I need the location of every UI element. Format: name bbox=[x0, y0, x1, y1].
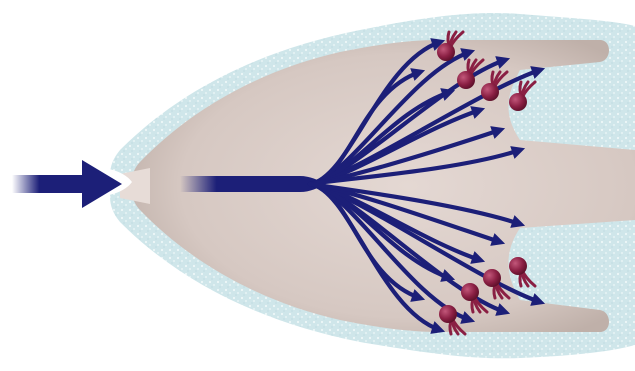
inflow-arrow-icon bbox=[12, 160, 122, 208]
flow-stem bbox=[180, 176, 326, 192]
